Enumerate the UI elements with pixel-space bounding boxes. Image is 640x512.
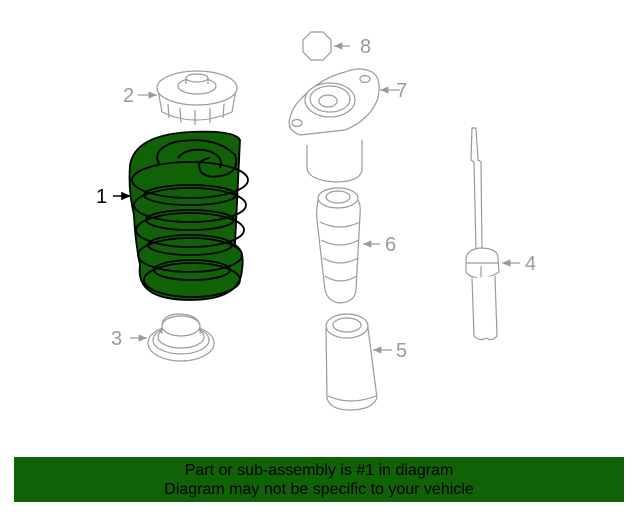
- callout-8[interactable]: 8: [360, 36, 372, 58]
- callout-2[interactable]: 2: [123, 85, 135, 107]
- part-6-bump-stop[interactable]: [316, 187, 380, 304]
- part-2-spring-upper-seat[interactable]: [138, 70, 238, 125]
- callout-4[interactable]: 4: [525, 253, 537, 275]
- part-5-dust-boot[interactable]: [325, 313, 392, 411]
- part-8-nut[interactable]: [302, 31, 350, 61]
- callout-6[interactable]: 6: [385, 234, 397, 256]
- part-4-shock-absorber[interactable]: [465, 127, 520, 341]
- banner-line-disclaimer: Diagram may not be specific to your vehi…: [164, 481, 474, 498]
- callout-3[interactable]: 3: [111, 328, 123, 350]
- info-banner: Part or sub-assembly is #1 in diagram Di…: [14, 457, 624, 502]
- part-3-spring-lower-seat[interactable]: [130, 313, 215, 362]
- parts-diagram: [113, 31, 520, 411]
- callout-1[interactable]: 1: [96, 186, 108, 208]
- banner-line-part-number: Part or sub-assembly is #1 in diagram: [184, 462, 454, 479]
- part-1-coil-spring[interactable]: [113, 130, 249, 301]
- callout-7[interactable]: 7: [396, 80, 408, 102]
- part-7-upper-mount[interactable]: [288, 68, 400, 183]
- callout-5[interactable]: 5: [396, 340, 408, 362]
